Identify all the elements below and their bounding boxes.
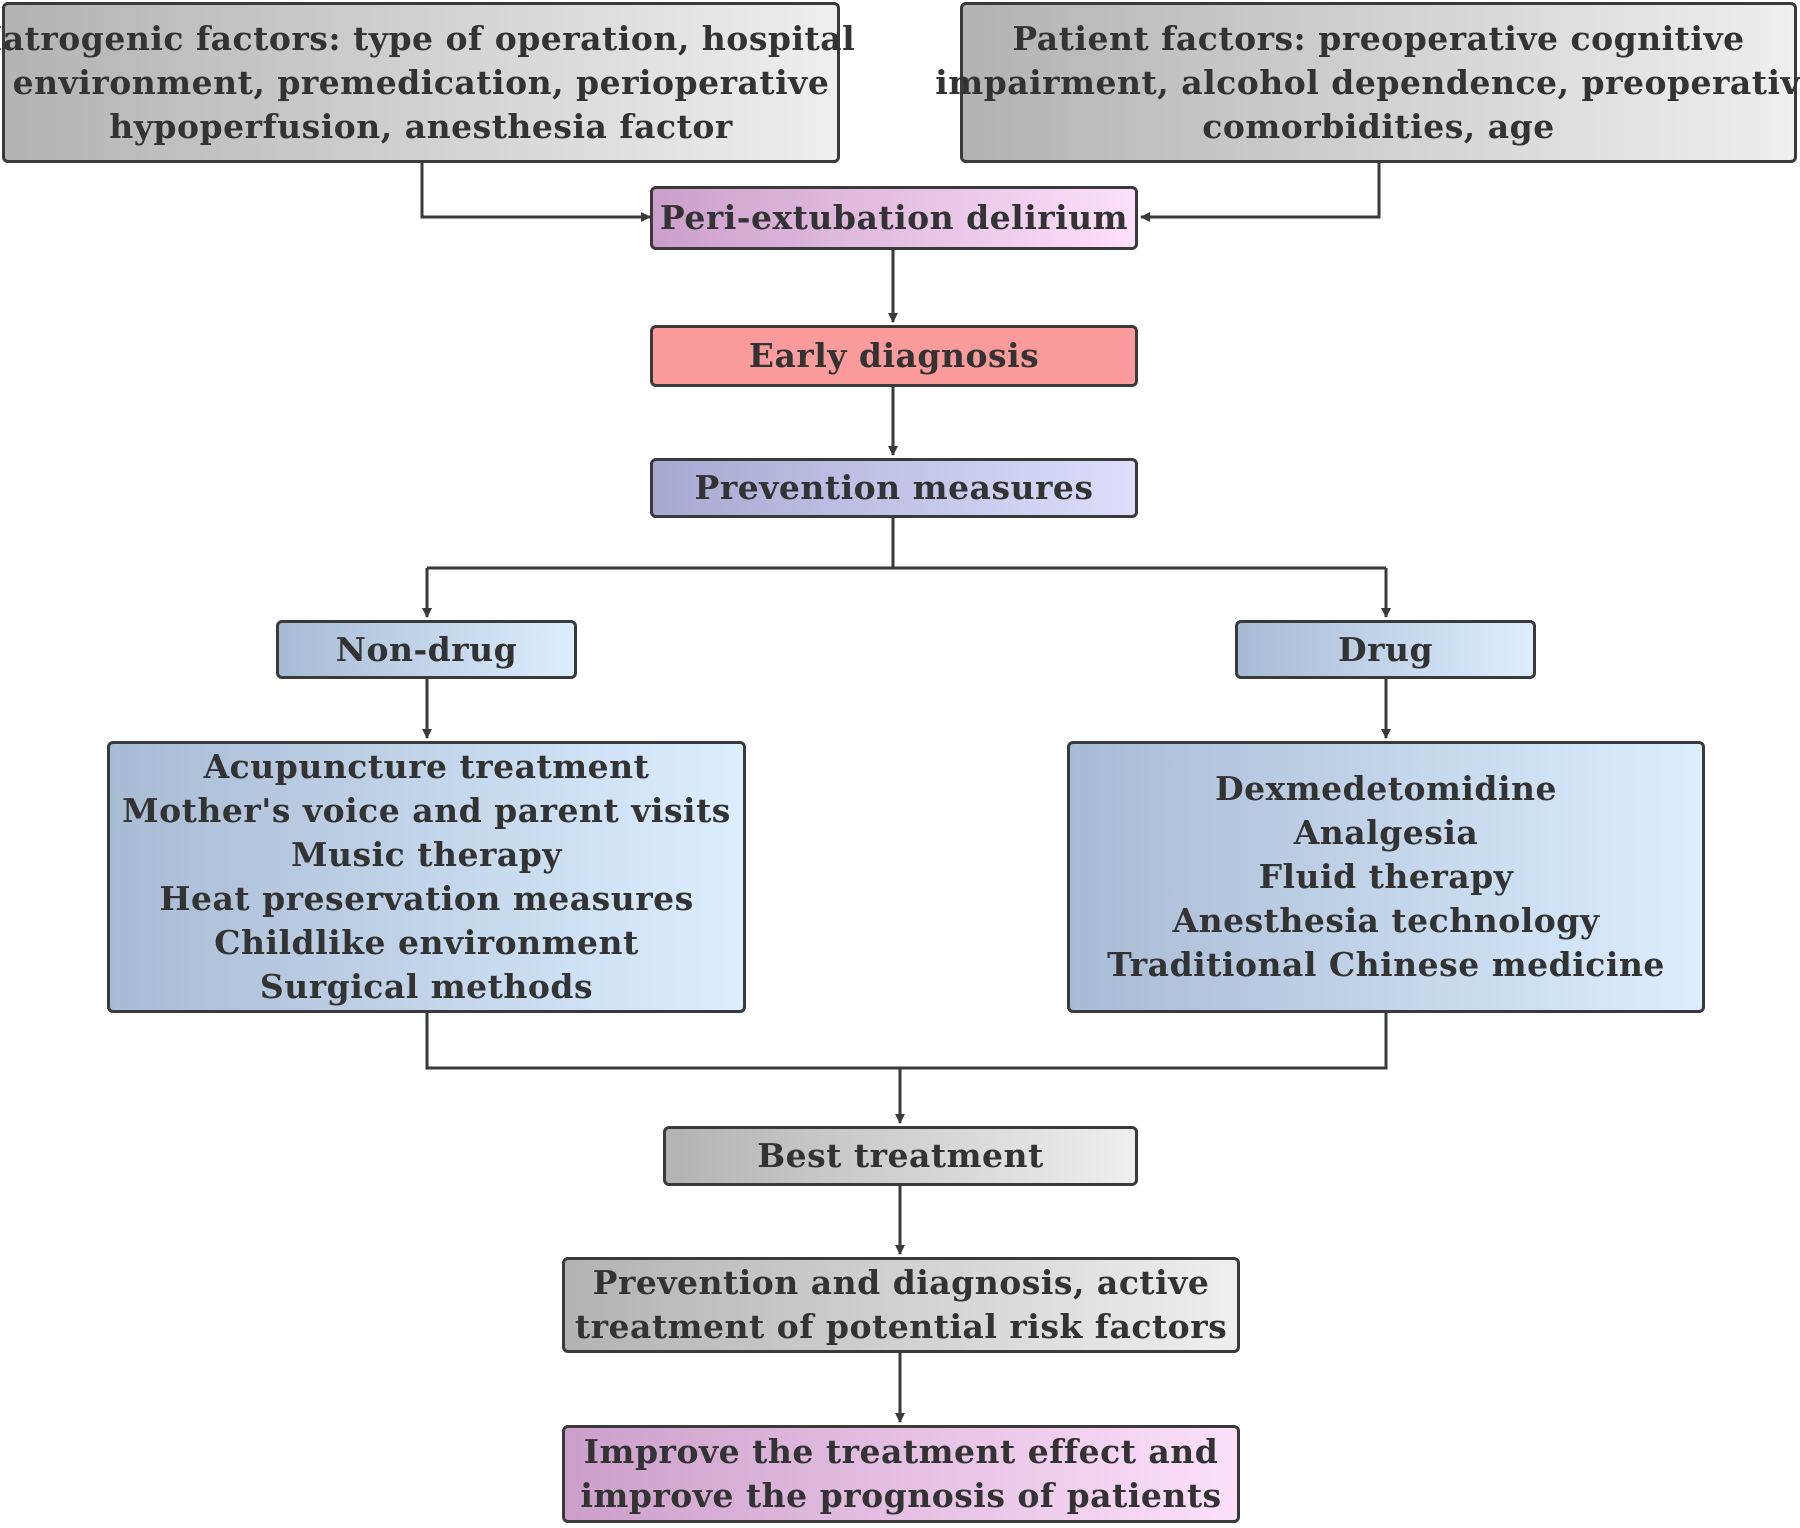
prevention-measures-box: Prevention measures [650,458,1138,518]
arrow-patient-to-delirium [1140,163,1381,222]
list-item: Anesthesia technology [1172,901,1600,940]
line-prevention-split [427,518,1386,570]
iatrogenic-factors-box: Iatrogenic factors: type of operation, h… [0,2,855,163]
list-item: Acupuncture treatment [203,747,650,786]
list-item: Heat preservation measures [159,879,694,918]
active-treatment-box: Prevention and diagnosis, active treatme… [562,1257,1240,1353]
diagnosis-label: Early diagnosis [748,336,1040,375]
improve-line-2: improve the prognosis of patients [580,1476,1222,1515]
non-drug-box: Non-drug [276,620,577,679]
peri-extubation-delirium-box: Peri-extubation delirium [650,186,1138,250]
non-drug-label: Non-drug [335,629,518,669]
list-item: Music therapy [291,835,562,874]
drug-measures-box: Dexmedetomidine Analgesia Fluid therapy … [1067,741,1705,1013]
line-merge [425,1013,1388,1070]
patient-line-2: impairment, alcohol dependence, preopera… [935,62,1800,102]
best-treatment-label: Best treatment [757,1136,1044,1175]
patient-line-1: Patient factors: preoperative cognitive [1012,18,1745,58]
iatrogenic-line-2: environment, premedication, perioperativ… [12,62,830,102]
patient-factors-box: Patient factors: preoperative cognitive … [935,2,1800,163]
list-item: Surgical methods [259,967,594,1006]
list-item: Fluid therapy [1258,857,1514,896]
list-item: Childlike environment [214,923,639,962]
improve-prognosis-box: Improve the treatment effect and improve… [562,1425,1240,1523]
drug-label: Drug [1337,629,1434,669]
early-diagnosis-box: Early diagnosis [650,325,1138,387]
iatrogenic-line-1: Iatrogenic factors: type of operation, h… [0,18,856,58]
delirium-label: Peri-extubation delirium [659,198,1129,237]
list-item: Analgesia [1293,813,1479,852]
non-drug-measures-box: Acupuncture treatment Mother's voice and… [107,741,746,1013]
list-item: Dexmedetomidine [1214,769,1558,808]
arrow-iatrogenic-to-delirium [420,163,651,222]
active-line-2: treatment of potential risk factors [574,1307,1228,1346]
iatrogenic-line-3: hypoperfusion, anesthesia factor [109,106,733,146]
improve-line-1: Improve the treatment effect and [583,1432,1219,1471]
prevention-label: Prevention measures [694,468,1094,507]
active-line-1: Prevention and diagnosis, active [592,1263,1210,1302]
list-item: Traditional Chinese medicine [1107,945,1665,984]
best-treatment-box: Best treatment [663,1126,1138,1186]
drug-box: Drug [1235,620,1536,679]
list-item: Mother's voice and parent visits [122,791,731,830]
patient-line-3: comorbidities, age [1202,106,1555,146]
